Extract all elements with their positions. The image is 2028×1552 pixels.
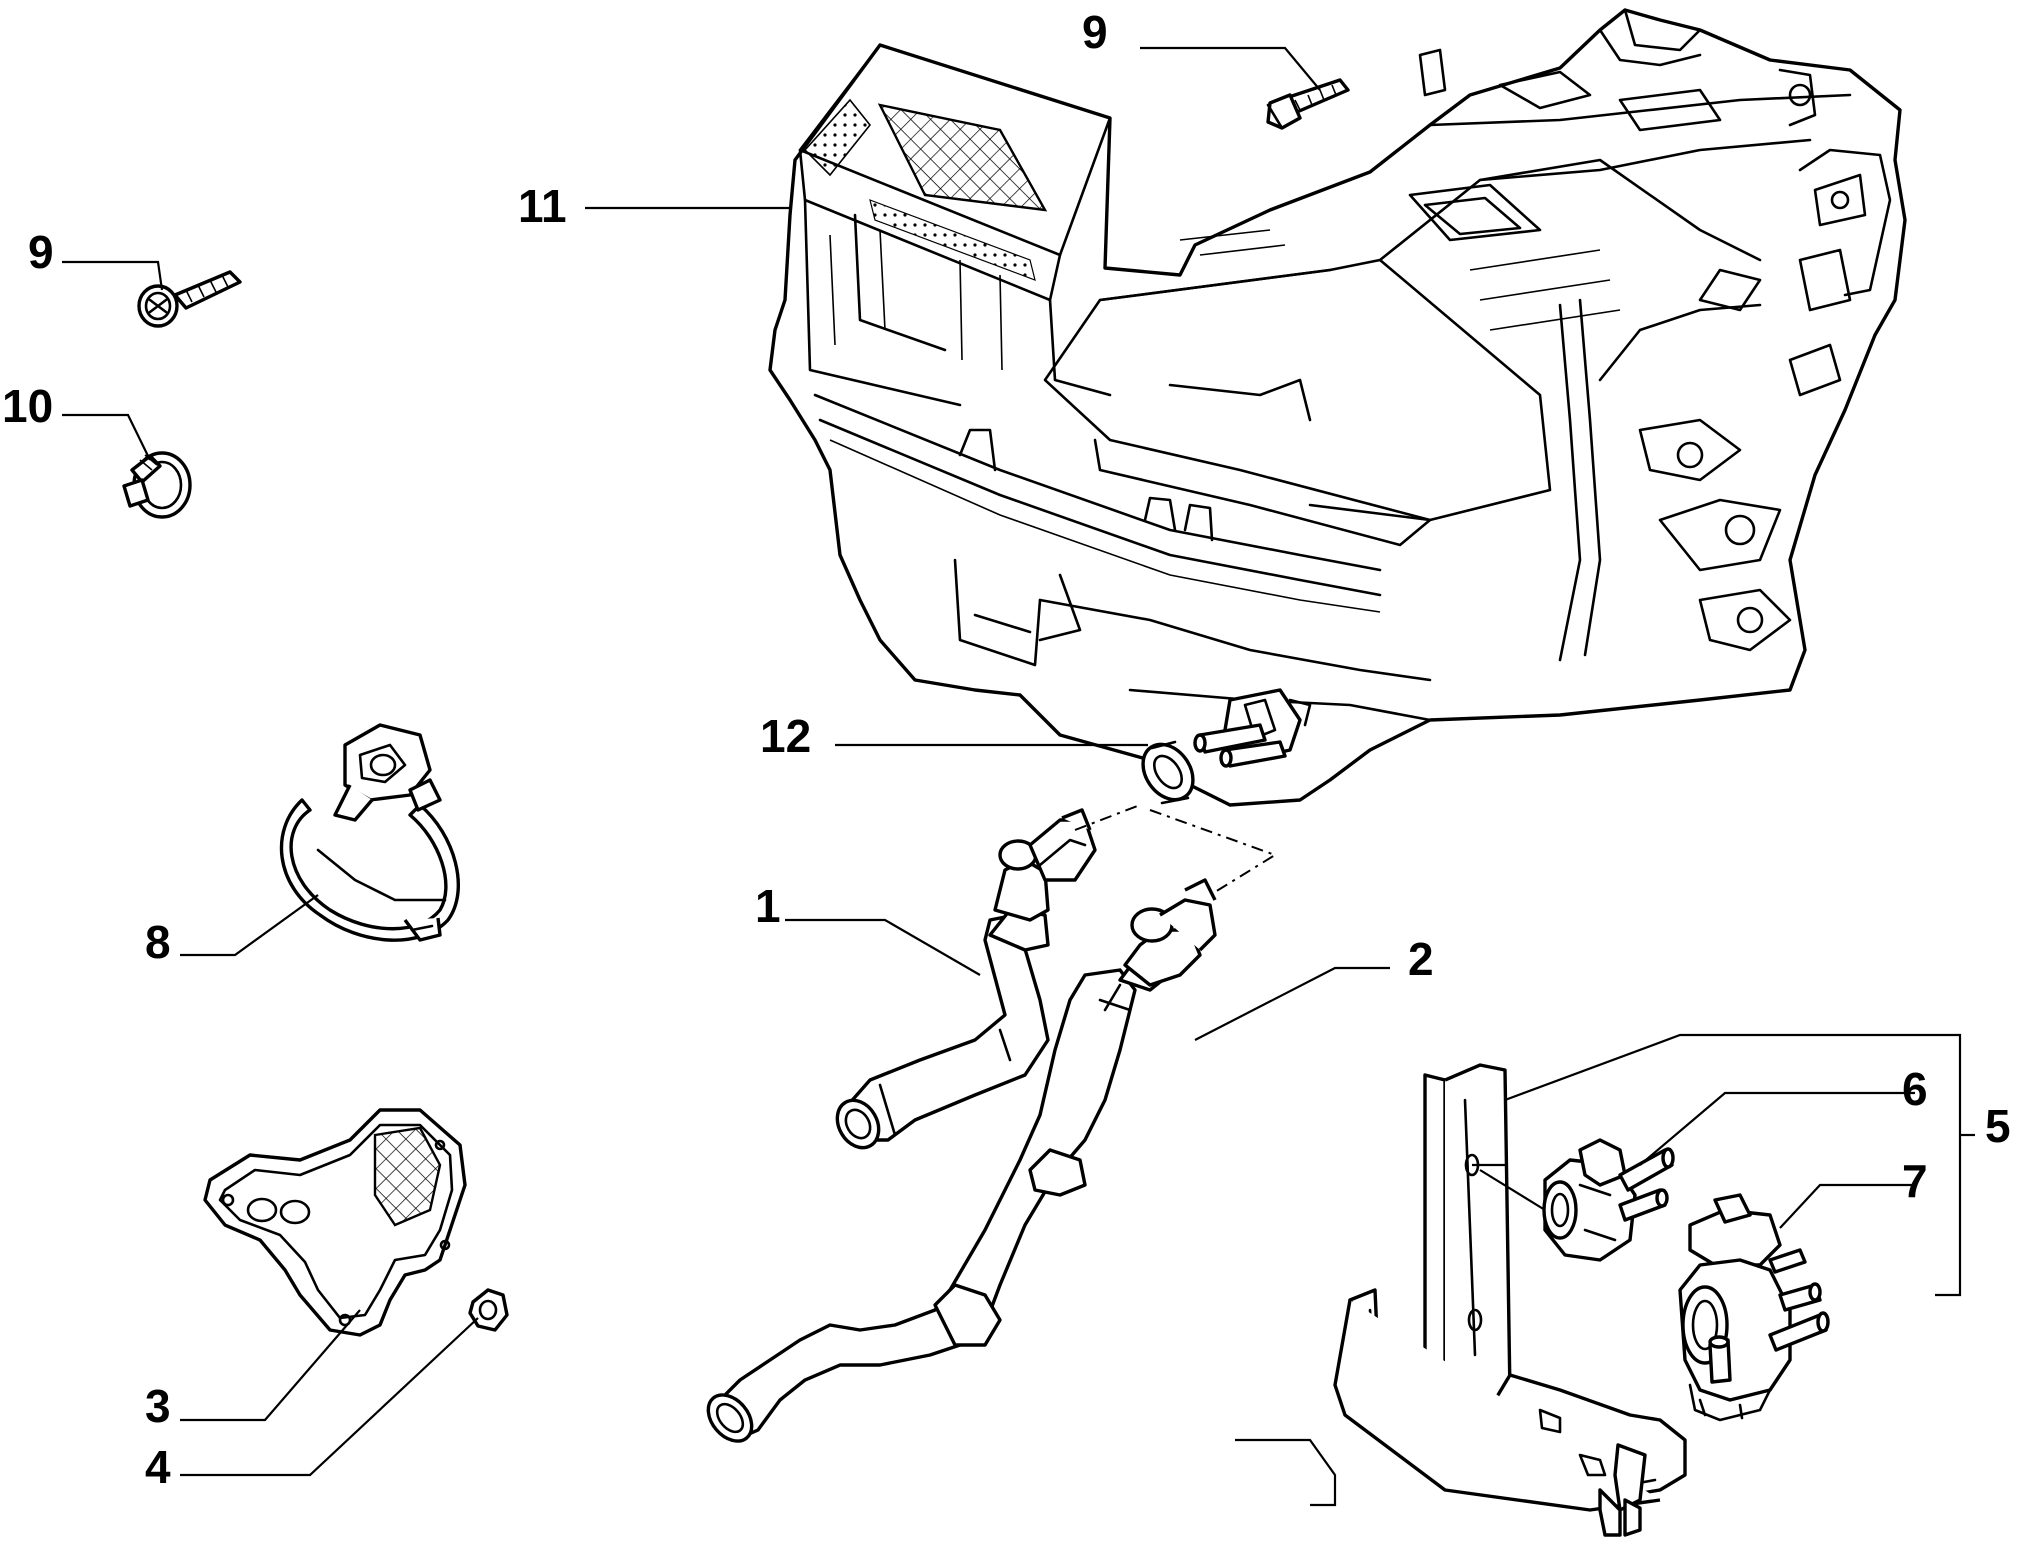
seal-ring-part-12 — [1141, 740, 1195, 805]
callout-1: 1 — [755, 880, 781, 932]
valve-part-6 — [1542, 1138, 1675, 1262]
valve-part-7 — [1678, 1193, 1830, 1422]
callout-8: 8 — [145, 916, 171, 968]
callout-9-left: 9 — [28, 226, 54, 278]
callout-4: 4 — [145, 1441, 171, 1493]
bolt-part-9-top — [1266, 78, 1350, 130]
callout-5: 5 — [1985, 1100, 2011, 1152]
gasket-plate-part-3 — [203, 1108, 467, 1337]
callout-2: 2 — [1408, 933, 1434, 985]
callout-7: 7 — [1902, 1155, 1928, 1207]
hose-part-2 — [706, 878, 1217, 1443]
bracket-part-5 — [1333, 1063, 1687, 1537]
callout-10: 10 — [2, 380, 53, 432]
screw-part-9-left — [137, 270, 242, 328]
callout-3: 3 — [145, 1380, 171, 1432]
hose-clamp-part-10 — [122, 451, 192, 519]
hvac-housing-part-11 — [768, 8, 1907, 807]
pipe-clamp-part-8 — [279, 723, 460, 942]
nut-part-4 — [468, 1288, 509, 1332]
hose-part-1 — [835, 808, 1097, 1150]
callout-6: 6 — [1902, 1063, 1928, 1115]
leader-lines — [62, 46, 1975, 1477]
callout-12: 12 — [760, 710, 811, 762]
callout-9-top: 9 — [1082, 6, 1108, 58]
callout-11: 11 — [518, 180, 567, 232]
